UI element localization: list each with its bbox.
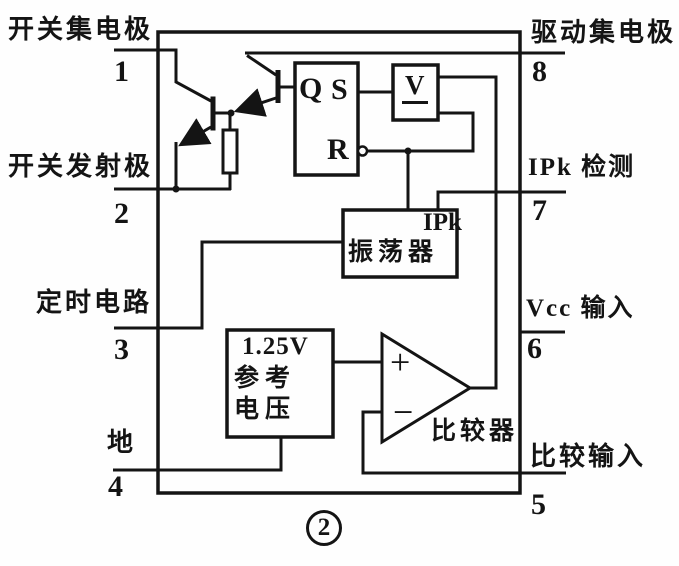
pin4-wire bbox=[113, 436, 283, 472]
oscillator-name-label: 振荡器 bbox=[348, 239, 439, 266]
figure-number: 2 bbox=[317, 514, 331, 541]
driver-to-comparator-output-wire bbox=[438, 75, 498, 390]
junction-dot-r-node bbox=[404, 147, 412, 155]
driver-to-r-node-wire bbox=[409, 111, 475, 153]
comparator-minus-input-label: − bbox=[393, 392, 414, 432]
pin1-label: 开关集电极 bbox=[8, 15, 154, 44]
pin5-number: 5 bbox=[531, 488, 546, 521]
pin1-number: 1 bbox=[114, 55, 129, 88]
junction-dot-base-node bbox=[227, 109, 235, 117]
comparator-name-label: 比较器 bbox=[431, 418, 519, 445]
reference-line2-label: 参考 bbox=[234, 365, 297, 392]
driver-transistor-collector-wire bbox=[246, 54, 277, 77]
comparator-triangle bbox=[380, 331, 473, 445]
pin5-wire bbox=[361, 410, 566, 475]
oscillator-ipk-label: IPk bbox=[423, 209, 462, 236]
pin2-number: 2 bbox=[114, 197, 129, 230]
pin1-wire bbox=[114, 48, 212, 103]
driver-stage-label: V bbox=[402, 70, 428, 104]
reference-line3-label: 电压 bbox=[234, 396, 297, 423]
pin8-number: 8 bbox=[532, 55, 547, 88]
pin5-label: 比较输入 bbox=[530, 442, 647, 471]
switch-transistor-emitter-arrow bbox=[178, 118, 212, 147]
resistor-body bbox=[221, 128, 239, 175]
pin6-number: 6 bbox=[527, 332, 542, 365]
r-input-inverter-bubble bbox=[356, 145, 369, 157]
pin7-number: 7 bbox=[532, 194, 547, 227]
pin2-label: 开关发射极 bbox=[8, 152, 154, 181]
pin7-label: IPk 检测 bbox=[528, 154, 636, 181]
driver-stage-box bbox=[391, 63, 440, 122]
pin4-label: 地 bbox=[107, 428, 137, 457]
driver-transistor-emitter-arrow bbox=[233, 88, 277, 117]
pin8-label: 驱动集电极 bbox=[531, 18, 677, 47]
figure-number-badge: 2 bbox=[306, 510, 342, 546]
latch-s-label: S bbox=[331, 73, 348, 106]
pin3-label: 定时电路 bbox=[36, 288, 153, 317]
pin7-wire bbox=[436, 190, 566, 211]
comparator-plus-input-label: + bbox=[390, 342, 411, 382]
reference-value-label: 1.25V bbox=[242, 333, 309, 360]
latch-r-label: R bbox=[327, 133, 349, 166]
pin3-number: 3 bbox=[114, 333, 129, 366]
pin3-wire bbox=[114, 240, 344, 330]
latch-q-label: Q bbox=[299, 72, 323, 105]
ic-outline-box bbox=[156, 30, 522, 495]
pin6-label: Vcc 输入 bbox=[526, 295, 635, 322]
pin4-number: 4 bbox=[108, 470, 123, 503]
rs-latch-box bbox=[293, 61, 360, 177]
junction-dot-emitter-node bbox=[172, 185, 180, 193]
